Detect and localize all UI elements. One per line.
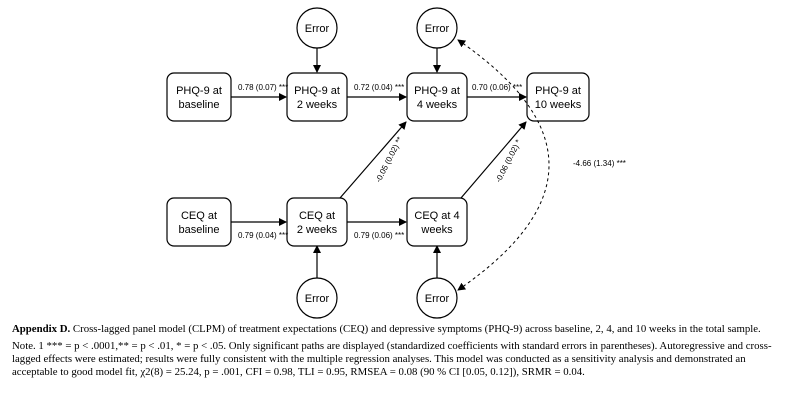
error-label: Error [425, 23, 450, 35]
error-circle-phq-4w: Error [416, 7, 458, 49]
error-label: Error [305, 293, 330, 305]
label-ceq-base-2w: 0.79 (0.04) *** [238, 231, 288, 240]
clpm-diagram: Error Error Error Error PHQ-9 at baselin… [166, 7, 626, 319]
node-phq-4w: PHQ-9 at 4 weeks [406, 72, 468, 122]
node-phq-10w: PHQ-9 at 10 weeks [526, 72, 590, 122]
error-label: Error [305, 23, 330, 35]
path-ceq4w-phq10w [460, 121, 527, 199]
label-error-cov: -4.66 (1.34) *** [573, 159, 626, 168]
label-phq-base-2w: 0.78 (0.07) *** [238, 83, 288, 92]
svg-text:CEQ at: CEQ at [299, 210, 335, 222]
svg-text:2 weeks: 2 weeks [297, 99, 338, 111]
svg-text:PHQ-9 at: PHQ-9 at [535, 85, 581, 97]
error-circle-ceq-4w: Error [416, 277, 458, 319]
node-ceq-baseline: CEQ at baseline [166, 197, 232, 247]
caption-title-text: Cross-lagged panel model (CLPM) of treat… [72, 323, 761, 335]
label-phq-2w-4w: 0.72 (0.04) *** [354, 83, 404, 92]
caption-note: Note. 1 *** = p < .0001,** = p < .01, * … [12, 340, 772, 378]
error-circle-ceq-2w: Error [296, 277, 338, 319]
svg-text:PHQ-9 at: PHQ-9 at [414, 85, 460, 97]
label-ceq2w-phq4w: -0.05 (0.02) ** [374, 135, 405, 183]
svg-text:CEQ at: CEQ at [181, 210, 217, 222]
node-phq-baseline: PHQ-9 at baseline [166, 72, 232, 122]
label-ceq4w-phq10w: -0.06 (0.02) * [494, 138, 523, 184]
node-ceq-2w: CEQ at 2 weeks [286, 197, 348, 247]
caption-title-line: Appendix D. Cross-lagged panel model (CL… [12, 323, 782, 336]
svg-text:CEQ at 4: CEQ at 4 [414, 210, 459, 222]
path-ceq2w-phq4w [339, 121, 407, 199]
label-ceq-2w-4w: 0.79 (0.06) *** [354, 231, 404, 240]
svg-text:4 weeks: 4 weeks [417, 99, 458, 111]
svg-text:weeks: weeks [420, 224, 453, 236]
node-ceq-4w: CEQ at 4 weeks [406, 197, 468, 247]
svg-text:PHQ-9 at: PHQ-9 at [294, 85, 340, 97]
caption-title: Appendix D. [12, 323, 71, 335]
svg-text:baseline: baseline [179, 99, 220, 111]
svg-text:PHQ-9 at: PHQ-9 at [176, 85, 222, 97]
error-circle-phq-2w: Error [296, 7, 338, 49]
svg-text:baseline: baseline [179, 224, 220, 236]
error-label: Error [425, 293, 450, 305]
node-phq-2w: PHQ-9 at 2 weeks [286, 72, 348, 122]
label-phq-4w-10w: 0.70 (0.06) *** [472, 83, 522, 92]
svg-text:10 weeks: 10 weeks [535, 99, 582, 111]
figure-caption: Appendix D. Cross-lagged panel model (CL… [12, 323, 782, 383]
svg-text:2 weeks: 2 weeks [297, 224, 338, 236]
